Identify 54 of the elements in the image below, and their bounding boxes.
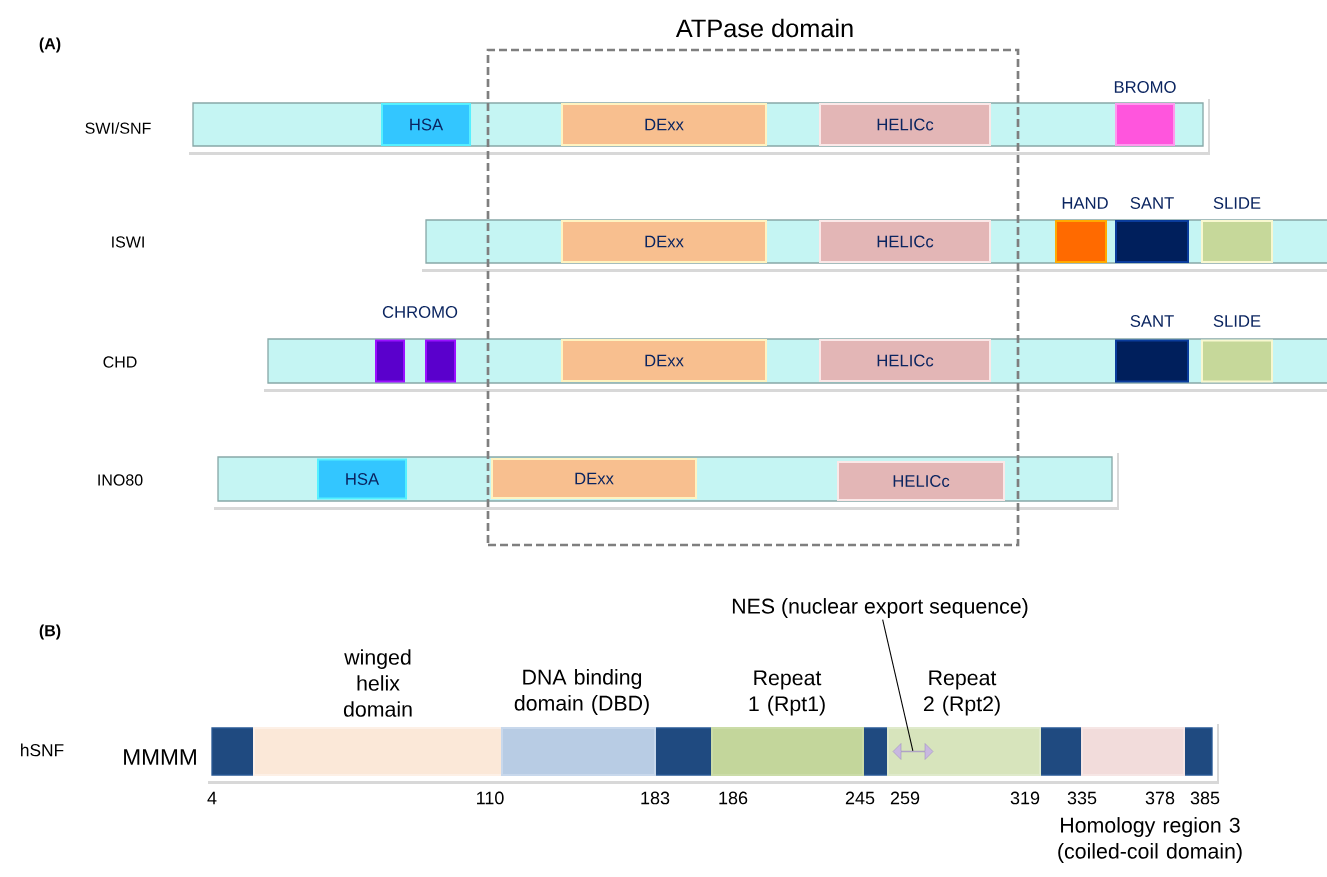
node-label: ATPase domain [675,18,853,38]
protein-name: hSNF [21,743,64,757]
domain-box: HAND [1055,197,1108,263]
annotation-text: NES (nuclear export sequence) [732,598,1028,618]
domain-box: HSA [381,103,471,146]
domain-box: SANT [1115,315,1189,383]
double-arrow-icon [892,743,934,760]
sequence-label: MMMM [124,749,196,765]
domain-box: Repeat 2 (Rpt2) [887,670,1041,776]
position-number: 183 [641,791,670,805]
node-label: HAND [1062,197,1108,209]
domain-box: DExx [561,103,767,146]
node-label: winged helix domain [343,649,412,717]
domain-box: HELICc [819,103,991,146]
domain-label: CHROMO [382,306,458,318]
domain-box: SANT [1115,197,1189,263]
position-number: 319 [1010,791,1040,805]
domain-box: HELICc [819,339,991,382]
domain-box [375,339,405,383]
position-number: 110 [477,791,504,805]
node-label: DNA binding domain (DBD) [514,669,649,715]
node-label: SANT [1130,315,1174,327]
protein-name: CHD [103,356,137,368]
node-label: BROMO [1114,81,1176,93]
position-number: 335 [1067,791,1097,805]
protein-name: SWI/SNF [85,122,151,134]
domain-box: HSA [317,458,407,500]
panel-label: (A) [39,37,61,53]
node-label: Homology region 3 (coiled-coil domain) [1058,817,1242,863]
position-number: 385 [1190,791,1220,805]
domain-box: HELICc [837,461,1005,501]
domain-box [425,339,456,383]
domain-box: DExx [561,339,767,382]
position-number: 4 [207,791,217,805]
node-label: Repeat 2 (Rpt2) [923,670,1000,716]
domain-box: Repeat 1 (Rpt1) [711,670,864,776]
position-number: 245 [845,791,875,805]
node-label: Repeat 1 (Rpt1) [749,670,825,716]
node-label: SLIDE [1213,197,1261,209]
leader-line [882,619,914,752]
domain-box: BROMO [1114,81,1176,146]
panel-label: (B) [39,624,61,640]
domain-box: DExx [561,220,767,263]
domain-box: DNA binding domain (DBD) [501,669,656,776]
protein-name: ISWI [112,236,144,248]
domain-box: HELICc [819,220,991,263]
node-label: SANT [1130,197,1174,209]
position-number: 259 [890,791,920,805]
domain-box: winged helix domain [253,649,503,776]
domain-box: SLIDE [1201,315,1273,383]
protein-name: INO80 [98,474,143,486]
node-label: SLIDE [1213,315,1261,327]
domain-box: DExx [491,458,697,499]
domain-box: SLIDE [1201,197,1273,263]
